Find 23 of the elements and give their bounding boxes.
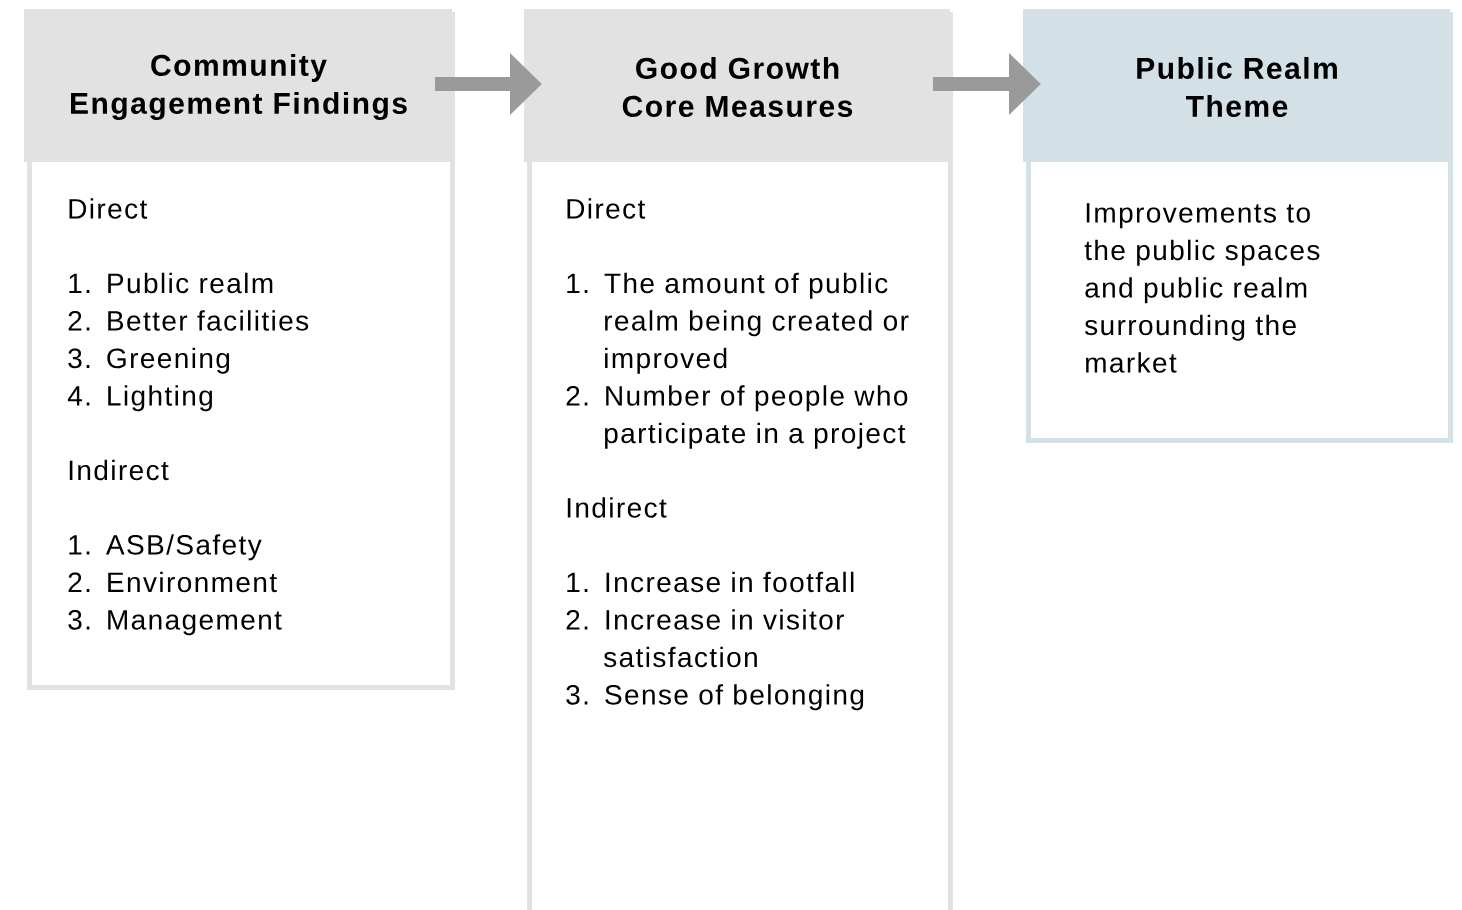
card-heading: Good Growth Core Measures — [622, 57, 853, 117]
list-item: 3. Greening — [68, 347, 230, 374]
list-item: 2. Environment — [68, 571, 277, 593]
list-item: 1. Public realm — [69, 272, 273, 294]
list-item: 4. Lighting — [67, 385, 212, 412]
subheading: Indirect — [567, 497, 667, 518]
list-item: 2. Number of people who participate in a project — [566, 385, 908, 449]
description: Improvements to the public spaces and public realm surrounding the market — [1084, 203, 1320, 373]
subheading: Direct — [567, 198, 646, 219]
list-item: 1. ASB/Safety — [69, 534, 262, 561]
subheading: Indirect — [69, 459, 169, 481]
list-item: 2. Better facilities — [68, 310, 309, 331]
card-heading: Community Engagement Findings — [71, 53, 407, 121]
list-item: 1. Increase in footfall — [567, 571, 854, 593]
card — [1023, 9, 1453, 443]
card-heading: Public Realm Theme — [1137, 57, 1337, 117]
card — [524, 9, 953, 910]
list-item: 3. Management — [68, 609, 282, 636]
list-item: 2. Increase in visitor satisfaction — [566, 609, 844, 668]
subheading: Direct — [69, 198, 148, 219]
card — [24, 9, 455, 690]
list-item: 1. The amount of public realm being created or improved — [567, 272, 909, 374]
list-item: 3. Sense of belonging — [566, 684, 864, 711]
